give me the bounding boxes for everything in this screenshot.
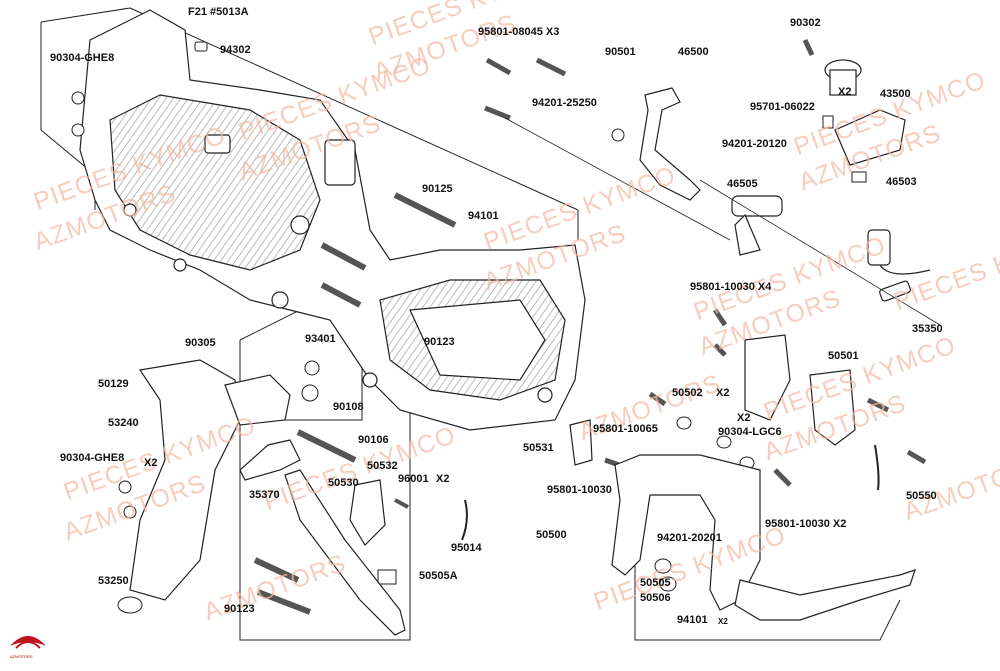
- part-label: 50531: [523, 442, 554, 454]
- part-label: 53240: [108, 417, 139, 429]
- part-label: 90108: [333, 401, 364, 413]
- part-label: X2: [718, 617, 728, 626]
- part-label: 90305: [185, 337, 216, 349]
- part-label: 35370: [249, 489, 280, 501]
- part-label: 50502: [672, 387, 703, 399]
- part-label: 46505: [727, 178, 758, 190]
- center-stand: [569, 334, 916, 621]
- azmotors-logo: [10, 636, 46, 649]
- center-stand-bracket: [634, 540, 901, 641]
- part-label: 90304-GHE8: [50, 52, 115, 64]
- logo-text: AZMOTORS: [10, 654, 33, 659]
- part-label: 90123: [424, 336, 455, 348]
- part-label: 94201-20120: [722, 138, 787, 150]
- part-label: 95801-10030: [547, 484, 612, 496]
- part-label: 95701-06022: [750, 101, 815, 113]
- part-label: 94101: [468, 210, 499, 222]
- part-label: 90302: [790, 17, 821, 29]
- part-label: 50129: [98, 378, 129, 390]
- part-label: 95801-08045 X3: [478, 26, 560, 38]
- part-label: 50530: [328, 477, 359, 489]
- side-stand-assembly: [129, 359, 468, 636]
- part-label: X2: [716, 387, 730, 399]
- part-label: 94302: [220, 44, 251, 56]
- part-label: 90304-GHE8: [60, 452, 125, 464]
- part-label: 50505: [640, 577, 671, 589]
- part-label: 94201-20201: [657, 532, 722, 544]
- brake-pedal-assembly: [504, 59, 941, 326]
- part-label: X2: [436, 473, 450, 485]
- part-label: 94201-25250: [532, 97, 597, 109]
- part-label: 46500: [678, 46, 709, 58]
- part-label: 95014: [451, 542, 482, 554]
- part-label: 95801-10065: [593, 423, 658, 435]
- part-label: 50500: [536, 529, 567, 541]
- part-label: 96001: [398, 473, 429, 485]
- part-label: 46503: [886, 176, 917, 188]
- part-label: F21 #5013A: [188, 6, 249, 18]
- part-label: 90304-LGC6: [718, 426, 782, 438]
- part-label: 94101: [677, 614, 708, 626]
- part-label: X2: [838, 86, 852, 98]
- part-label: 90125: [422, 183, 453, 195]
- part-label: 90123: [224, 603, 255, 615]
- part-label: 43500: [880, 88, 911, 100]
- part-label: X2: [144, 457, 158, 469]
- part-label: 50550: [906, 490, 937, 502]
- part-label: 53250: [98, 575, 129, 587]
- part-label: 50505A: [419, 570, 458, 582]
- part-label: 95801-10030 X4: [690, 281, 772, 293]
- part-label: 50501: [828, 350, 859, 362]
- part-label: 35350: [912, 323, 943, 335]
- part-label: 93401: [305, 333, 336, 345]
- part-label: 50506: [640, 592, 671, 604]
- main-frame: [79, 9, 586, 431]
- part-label: 95801-10030 X2: [765, 518, 847, 530]
- part-label: 50532: [367, 460, 398, 472]
- part-label: 90106: [358, 434, 389, 446]
- part-label: 90501: [605, 46, 636, 58]
- stand-group-bracket: [239, 330, 411, 641]
- part-label: X2: [737, 412, 751, 424]
